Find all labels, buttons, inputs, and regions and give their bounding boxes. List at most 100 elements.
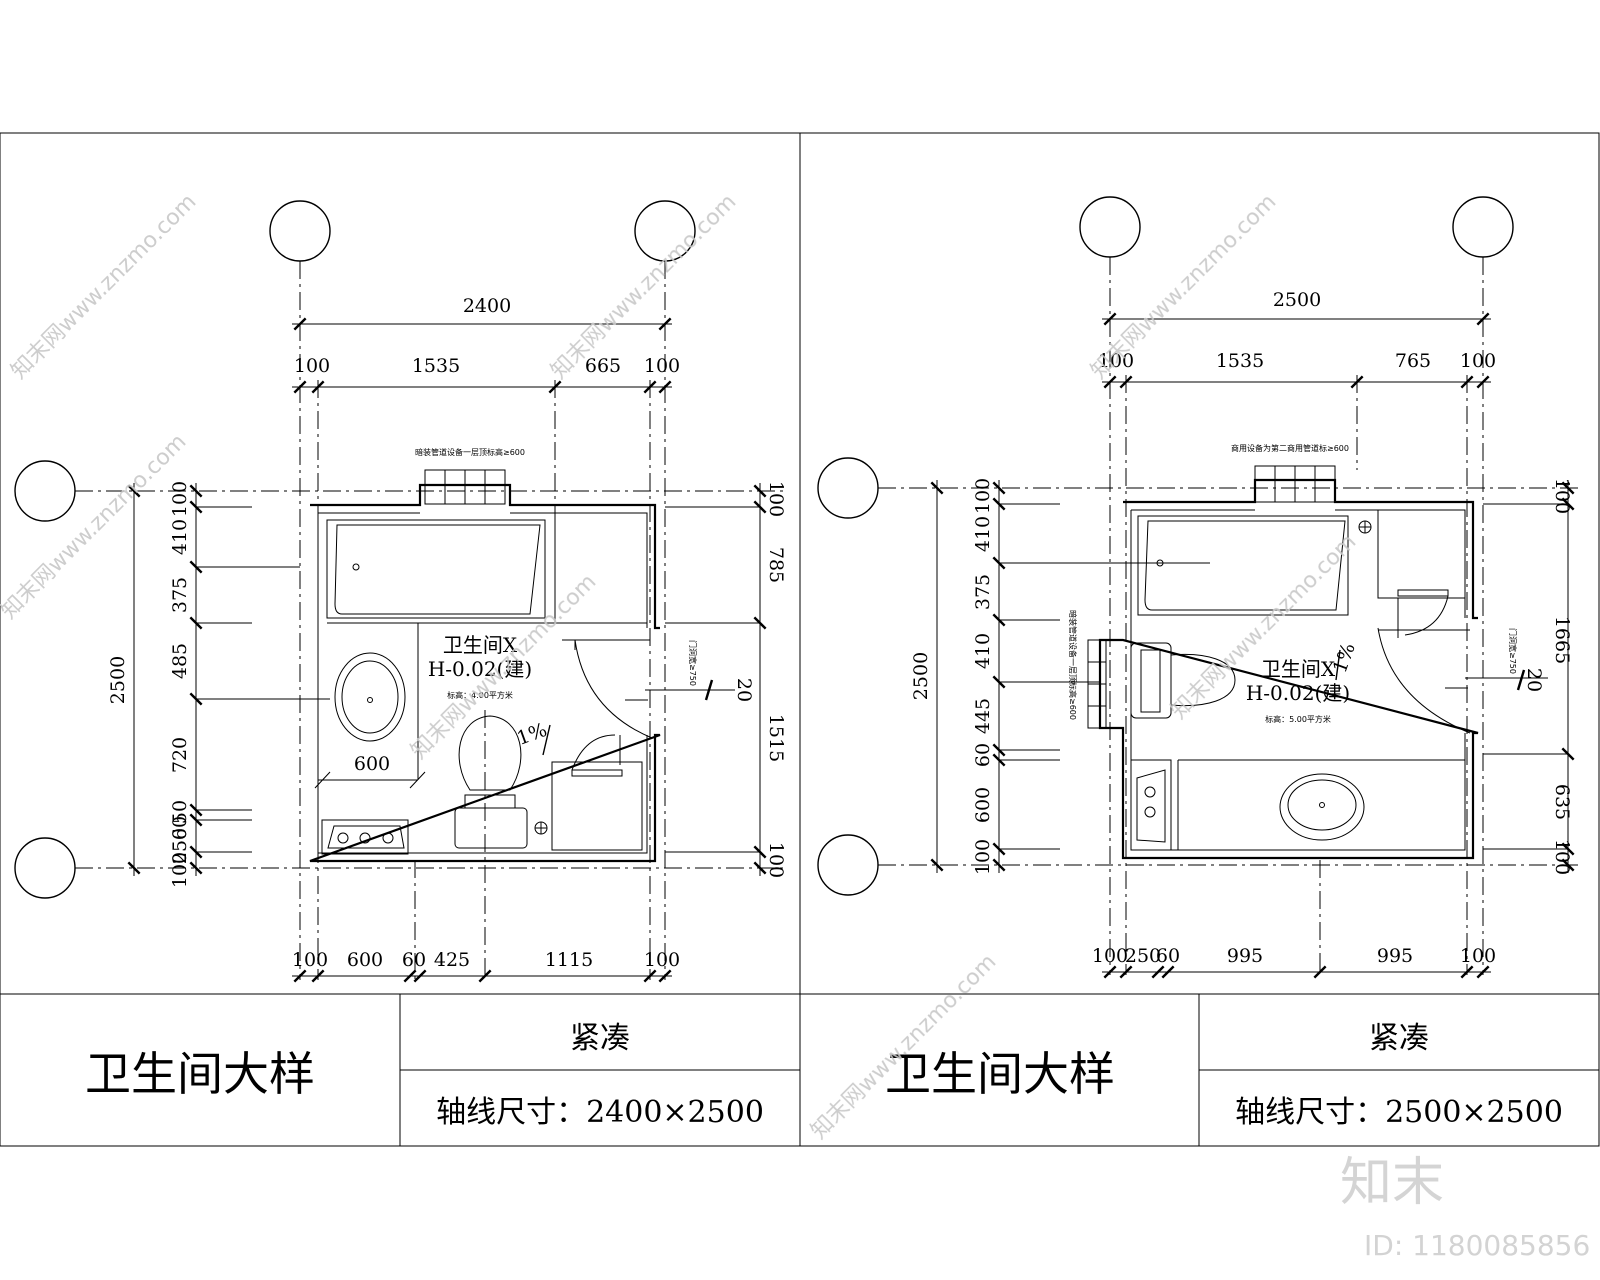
axis-bubble	[817, 457, 879, 519]
drawing-title: 卫生间大样	[85, 1047, 315, 1101]
room-area-note: 标高：4.00平方米	[447, 690, 513, 700]
watermark-text: 知末网www.znzmo.com	[7, 189, 202, 384]
dim-left: 720	[169, 737, 191, 773]
drawing-title: 卫生间大样	[885, 1047, 1115, 1101]
watermark-text: 知末网www.znzmo.com	[0, 429, 191, 624]
wash-basin	[1279, 773, 1365, 841]
kitchen-sink	[321, 819, 409, 855]
right-plan: 2500 100 1535 765 100 100 250 60 995 995…	[817, 196, 1580, 979]
dim-top: 100	[1460, 350, 1496, 372]
dim-overall-width: 2400	[463, 295, 511, 317]
room-name: 卫生间X	[443, 633, 518, 657]
dim-top: 100	[644, 355, 680, 377]
dim-bottom: 60	[1156, 945, 1180, 967]
drawing-subtitle: 紧凑	[1369, 1021, 1429, 1056]
dim-bottom: 250	[1125, 945, 1161, 967]
dim-bottom: 60	[402, 949, 426, 971]
dim-bottom: 100	[1460, 945, 1496, 967]
dim-left: 60	[972, 743, 994, 767]
dim-right: 20	[733, 678, 755, 702]
dim-top: 1535	[1216, 350, 1264, 372]
axis-bubble	[817, 834, 879, 896]
dim-overall-height: 2500	[107, 656, 129, 704]
dim-left: 410	[972, 516, 994, 552]
shower-tray	[1377, 509, 1466, 599]
dim-overall-height: 2500	[910, 652, 932, 700]
floor-slope: 1%	[514, 719, 550, 750]
mop-sink	[1130, 759, 1172, 851]
dim-overall-width: 2500	[1273, 289, 1321, 311]
dim-right: 100	[765, 842, 787, 878]
room-name: 卫生间X	[1261, 657, 1336, 681]
dim-top: 665	[585, 355, 621, 377]
dim-right: 1515	[765, 714, 787, 762]
dim-left: 50	[169, 800, 191, 824]
dim-bottom: 600	[347, 949, 383, 971]
title-block-left: 卫生间大样 紧凑 轴线尺寸：2400×2500	[85, 1021, 764, 1130]
dim-bottom: 995	[1227, 945, 1263, 967]
dim-right: 635	[1551, 784, 1573, 820]
dim-bottom: 1115	[545, 949, 593, 971]
dim-left: 100	[169, 481, 191, 517]
dim-left: 375	[169, 577, 191, 613]
door-note: 门洞宽≥750	[688, 640, 698, 686]
title-block-right: 卫生间大样 紧凑 轴线尺寸：2500×2500	[885, 1021, 1563, 1130]
shower-tray	[551, 761, 643, 851]
dim-right: 100	[1551, 839, 1573, 875]
dim-left: 100	[972, 839, 994, 875]
axis-size: 轴线尺寸：2500×2500	[1235, 1095, 1563, 1130]
door-swing	[574, 639, 653, 739]
dim-bottom: 100	[292, 949, 328, 971]
dim-left: 100	[972, 478, 994, 514]
room-area-note: 标高：5.00平方米	[1265, 714, 1331, 724]
dim-bottom: 100	[644, 949, 680, 971]
dim-bottom: 425	[434, 949, 470, 971]
axis-size: 轴线尺寸：2400×2500	[436, 1095, 764, 1130]
dim-left: 445	[972, 698, 994, 734]
axis-bubble	[269, 200, 331, 262]
axis-bubble	[14, 460, 76, 522]
dim-top: 765	[1395, 350, 1431, 372]
dim-right: 1665	[1551, 616, 1573, 664]
vent-note: 商用设备为第二商用管道标≥600	[1231, 443, 1349, 453]
dim-left: 375	[972, 574, 994, 610]
door-swing	[1377, 627, 1471, 734]
vent-note: 暗装管道设备一层顶标高≥600	[415, 447, 525, 457]
toilet	[1130, 642, 1172, 719]
dim-right: 100	[765, 481, 787, 517]
wash-basin	[334, 652, 406, 742]
bathtub	[326, 519, 546, 619]
dim-bottom: 100	[1092, 945, 1128, 967]
drawing-subtitle: 紧凑	[570, 1021, 630, 1056]
dim-right: 100	[1551, 478, 1573, 514]
bathtub	[1137, 515, 1349, 616]
door-note: 门洞宽≥750	[1508, 628, 1518, 674]
axis-bubble	[14, 837, 76, 899]
basin-width: 600	[354, 753, 390, 775]
dim-right: 785	[765, 547, 787, 583]
dim-top: 1535	[412, 355, 460, 377]
image-id: ID: 1180085856	[1364, 1229, 1590, 1262]
dim-left: 60	[169, 816, 191, 840]
dim-left: 250	[169, 828, 191, 864]
dim-bottom: 995	[1377, 945, 1413, 967]
dim-left: 600	[972, 787, 994, 823]
floor-slope: 1%	[1329, 640, 1360, 676]
room-level: H-0.02(建)	[1246, 681, 1350, 705]
sheet-frame	[0, 132, 1600, 1147]
dim-left: 410	[972, 633, 994, 669]
axis-bubble	[1079, 196, 1141, 258]
dim-left: 100	[169, 852, 191, 888]
dim-right: 20	[1523, 668, 1545, 692]
left-plan: 2400 100 1535 665 100 100 600 60 425 111…	[14, 200, 787, 983]
dim-left: 485	[169, 643, 191, 679]
dim-left: 410	[169, 519, 191, 555]
room-level: H-0.02(建)	[428, 657, 532, 681]
brand-logo: 知末	[1340, 1153, 1444, 1213]
dim-top: 100	[294, 355, 330, 377]
dim-top: 100	[1098, 350, 1134, 372]
side-note: 暗装管道设备一层顶标高≥600	[1068, 610, 1078, 720]
axis-bubble	[1452, 196, 1514, 258]
toilet	[458, 715, 522, 791]
